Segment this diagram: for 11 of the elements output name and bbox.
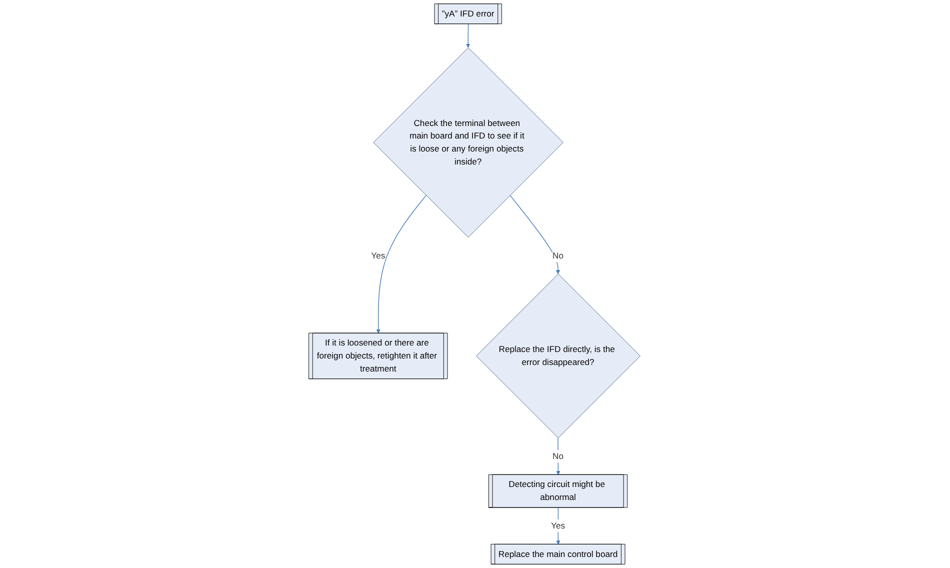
arrow (510, 194, 561, 274)
node-diamond: Replace the IFD directly, is the error disappeared? (476, 274, 641, 438)
edge-label: No (553, 250, 564, 260)
arrow (376, 194, 427, 334)
edge-label: Yes (552, 520, 566, 530)
arrow (466, 24, 471, 48)
arrow (556, 438, 561, 476)
edge-label: No (553, 451, 564, 461)
edge-label: Yes (372, 250, 386, 260)
node-diamond: Check the terminal between main board and IFD to see if it is loose or any foreign objects inside? (374, 47, 564, 238)
arrow (556, 507, 561, 545)
